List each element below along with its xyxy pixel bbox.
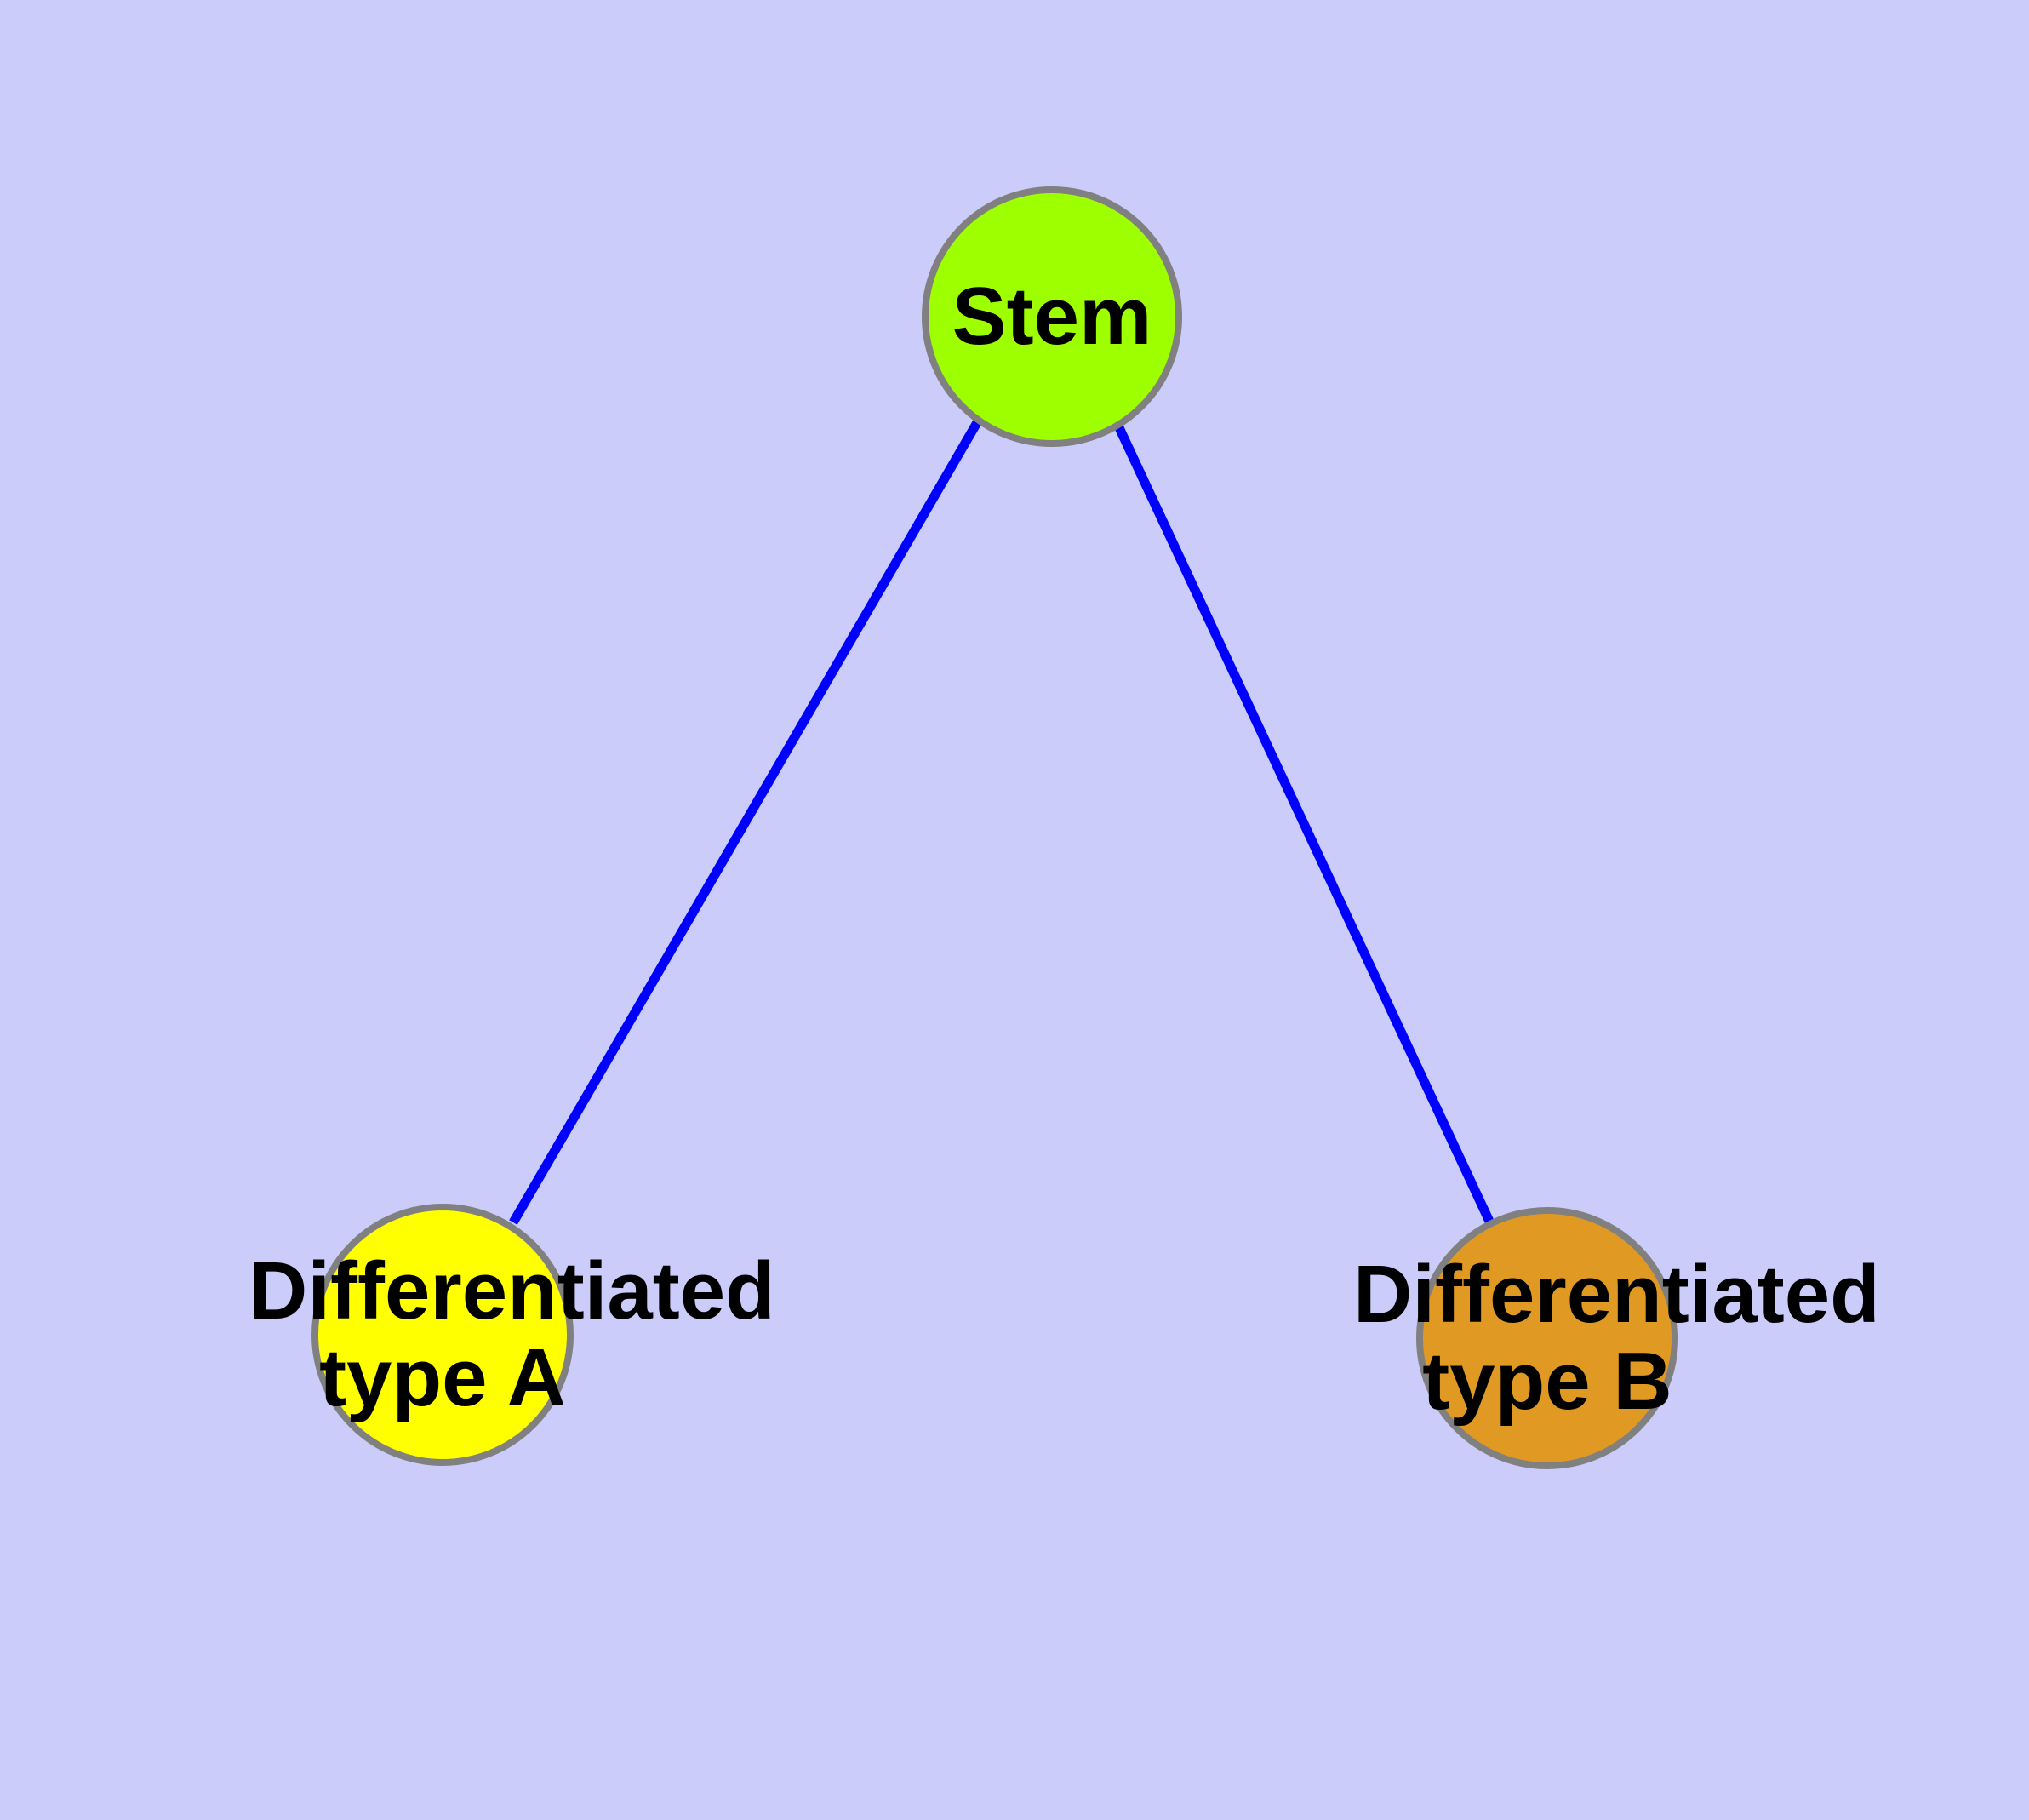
node-differentiated-type-b[interactable] [1416, 1207, 1678, 1469]
edge-stem-to-type-b[interactable] [1112, 420, 1495, 1228]
node-stem[interactable] [922, 186, 1182, 447]
node-differentiated-type-a[interactable] [311, 1204, 574, 1466]
edge-stem-to-type-a[interactable] [509, 417, 983, 1225]
